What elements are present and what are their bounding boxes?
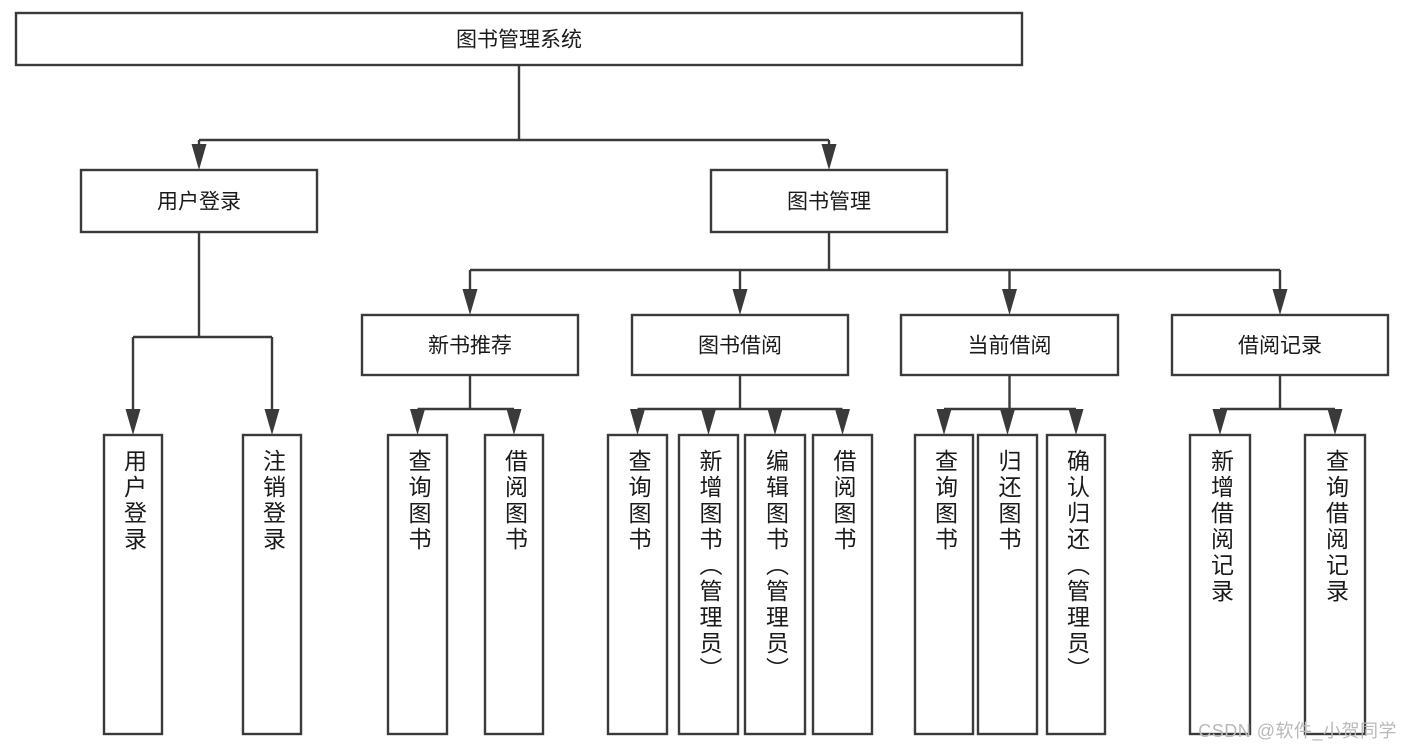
node-leaf-return-book[interactable] — [976, 433, 1039, 736]
edge-borrow-record-to-leaf-add-record-arrowhead — [1212, 409, 1228, 435]
node-leaf-user-login[interactable] — [102, 433, 164, 736]
edge-book-borrow-to-leaf-query-book-2-arrowhead — [630, 409, 645, 435]
edge-current-borrow-to-leaf-confirm-return-arrowhead — [1068, 409, 1084, 435]
edge-book-manage-to-current-borrow-arrowhead — [1002, 289, 1017, 315]
node-user-login[interactable] — [79, 168, 319, 234]
node-leaf-add-book[interactable] — [677, 433, 740, 736]
node-user-login-label: 用户登录 — [157, 191, 241, 214]
edge-book-borrow-to-leaf-borrow-book-2-arrowhead — [835, 409, 850, 435]
boxes-layer — [14, 11, 1390, 736]
node-new-book-rec[interactable] — [360, 313, 580, 377]
node-leaf-add-record[interactable] — [1188, 433, 1252, 736]
node-leaf-borrow-book-1[interactable] — [483, 433, 545, 736]
edge-borrow-record-to-leaf-query-record-arrowhead — [1327, 409, 1343, 435]
node-leaf-confirm-return[interactable] — [1045, 433, 1107, 736]
edge-book-manage-to-new-book-rec-arrowhead — [462, 289, 478, 315]
edge-book-manage-to-book-borrow-arrowhead — [732, 289, 748, 315]
node-root[interactable] — [14, 11, 1024, 67]
edge-root-to-user-login-arrowhead — [191, 144, 207, 170]
node-borrow-record[interactable] — [1170, 313, 1390, 377]
edge-user-login-to-leaf-logout-login-arrowhead — [264, 409, 280, 435]
node-leaf-query-book-3[interactable] — [913, 433, 975, 736]
edge-new-book-rec-to-leaf-borrow-book-1-arrowhead — [506, 409, 522, 435]
edge-user-login-to-leaf-user-login-arrowhead — [125, 409, 141, 435]
node-book-borrow-label: 图书借阅 — [698, 335, 782, 358]
edge-book-manage-to-borrow-record-arrowhead — [1272, 289, 1288, 315]
watermark: CSDN @软件_小贺同学 — [1198, 721, 1397, 741]
edge-book-borrow-to-leaf-add-book-arrowhead — [701, 409, 716, 435]
node-borrow-record-label: 借阅记录 — [1238, 335, 1322, 358]
node-leaf-query-book-1[interactable] — [386, 433, 449, 736]
node-leaf-query-record[interactable] — [1303, 433, 1367, 736]
edge-new-book-rec-to-leaf-query-book-1-arrowhead — [410, 409, 425, 435]
node-leaf-logout-login[interactable] — [241, 433, 303, 736]
node-book-manage-label: 图书管理 — [787, 191, 871, 214]
edge-current-borrow-to-leaf-return-book-arrowhead — [1000, 409, 1015, 435]
edges-layer — [125, 65, 1343, 435]
edge-book-borrow-to-leaf-edit-book-arrowhead — [767, 409, 783, 435]
node-leaf-borrow-book-2[interactable] — [811, 433, 874, 736]
edge-root-to-book-manage-arrowhead — [821, 144, 837, 170]
edge-current-borrow-to-leaf-query-book-3-arrowhead — [936, 409, 952, 435]
node-root-label: 图书管理系统 — [456, 29, 582, 52]
node-leaf-edit-book[interactable] — [743, 433, 807, 736]
node-leaf-query-book-2[interactable] — [606, 433, 669, 736]
node-current-borrow[interactable] — [899, 313, 1120, 377]
node-book-manage[interactable] — [709, 168, 949, 234]
node-current-borrow-label: 当前借阅 — [968, 335, 1052, 358]
node-book-borrow[interactable] — [630, 313, 850, 377]
node-new-book-rec-label: 新书推荐 — [428, 335, 512, 358]
